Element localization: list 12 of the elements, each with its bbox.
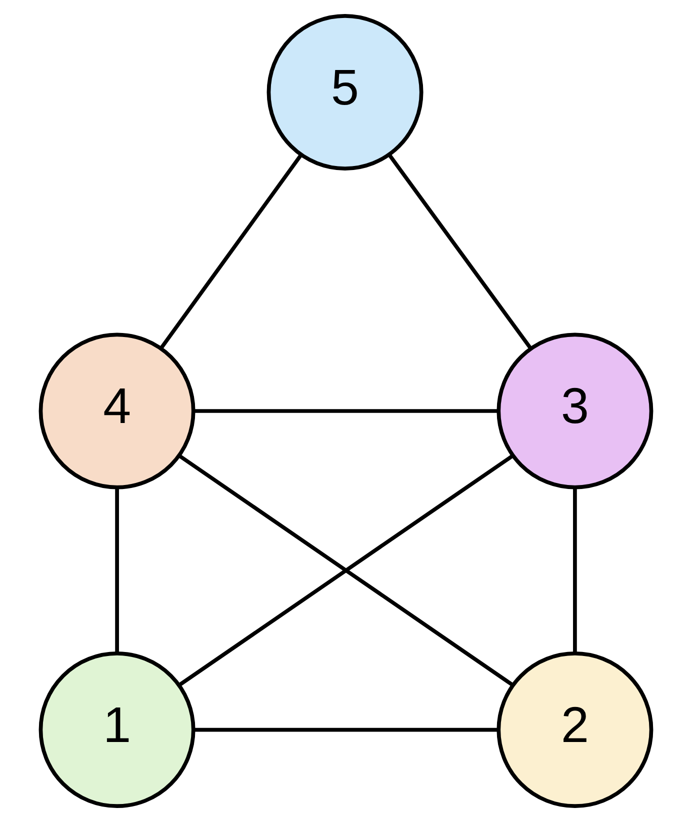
node-circle: 3 [496,332,654,490]
connector [178,454,514,686]
node-circle: 2 [496,652,654,808]
connector [115,488,119,654]
node-circle: 1 [38,652,196,808]
connector [160,154,303,350]
connector [573,488,577,654]
connector [388,154,532,350]
node-circle: 5 [266,14,424,170]
connector [194,728,498,732]
node-circle: 4 [38,332,196,490]
connector [194,409,498,413]
